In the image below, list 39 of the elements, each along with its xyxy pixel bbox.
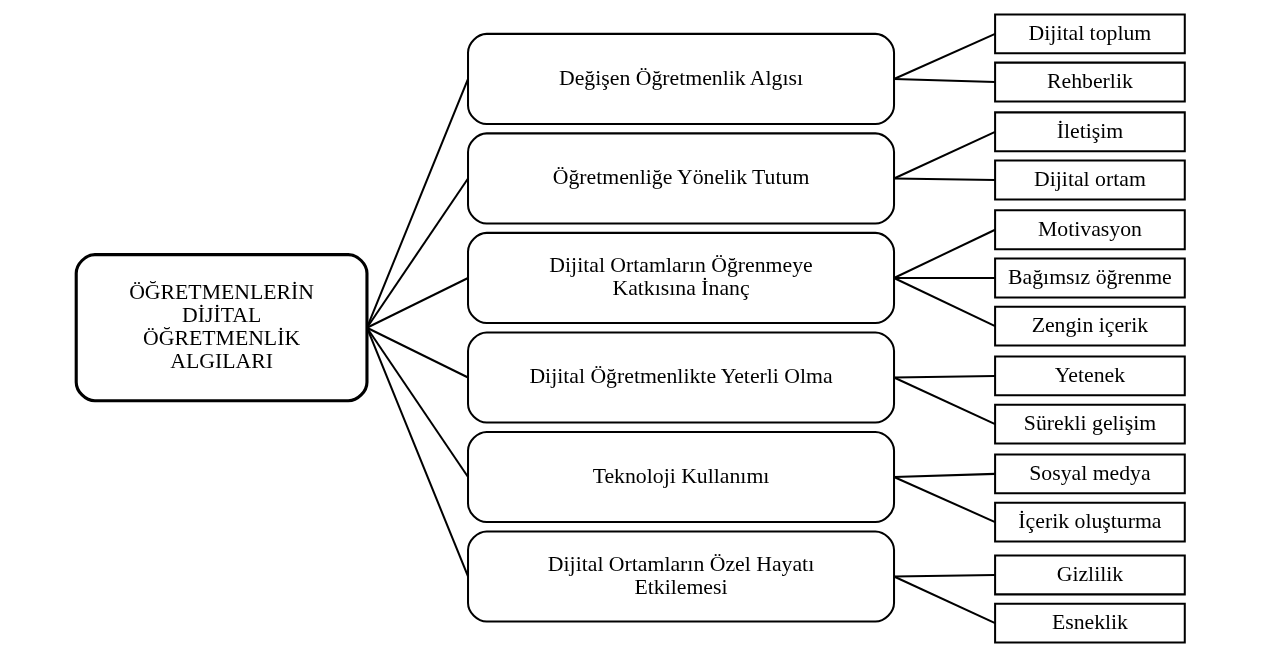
connector [893, 228, 996, 279]
node-box: Teknoloji Kullanımı [467, 430, 896, 524]
connector [366, 327, 469, 577]
connector [893, 32, 996, 80]
node-box: Rehberlik [994, 61, 1186, 103]
node-box: Bağımsız öğrenme [994, 257, 1186, 299]
connector [893, 575, 996, 625]
node-box: Sürekli gelişim [994, 403, 1186, 445]
connector [894, 276, 996, 279]
connector [366, 78, 469, 329]
connector [366, 177, 469, 329]
node-box: Yetenek [994, 355, 1186, 397]
connector [893, 476, 996, 523]
node-box: Öğretmenliğe Yönelik Tutum [467, 132, 896, 225]
connector [893, 277, 996, 328]
node-box: Dijital ortam [994, 159, 1186, 201]
connector [366, 277, 469, 329]
connector [894, 177, 996, 182]
node-box: Gizlilik [994, 554, 1186, 596]
node-box: Dijital toplum [994, 13, 1186, 55]
node-box: Motivasyon [994, 209, 1186, 251]
connector [894, 77, 996, 84]
connector [366, 327, 469, 478]
connector [894, 472, 996, 478]
node-box: Sosyal medya [994, 453, 1186, 495]
connector [893, 130, 996, 180]
node-box: İçerik oluşturma [994, 501, 1186, 543]
node-box: Esneklik [994, 602, 1186, 644]
node-box: Dijital Ortamların Özel Hayatı Etkilemesi [467, 530, 896, 623]
node-box: Değişen Öğretmenlik Algısı [467, 32, 896, 126]
node-box: İletişim [994, 111, 1186, 153]
node-box: ÖĞRETMENLERİN DİJİTAL ÖĞRETMENLİK ALGILARI [74, 253, 369, 403]
node-box: Zengin içerik [994, 305, 1186, 347]
node-box: Dijital Öğretmenlikte Yeterli Olma [467, 331, 896, 424]
connector [894, 573, 996, 578]
connector [366, 326, 469, 379]
connector [893, 376, 996, 426]
connector [894, 374, 996, 379]
node-box: Dijital Ortamların Öğrenmeye Katkısına İnanç [467, 231, 896, 325]
